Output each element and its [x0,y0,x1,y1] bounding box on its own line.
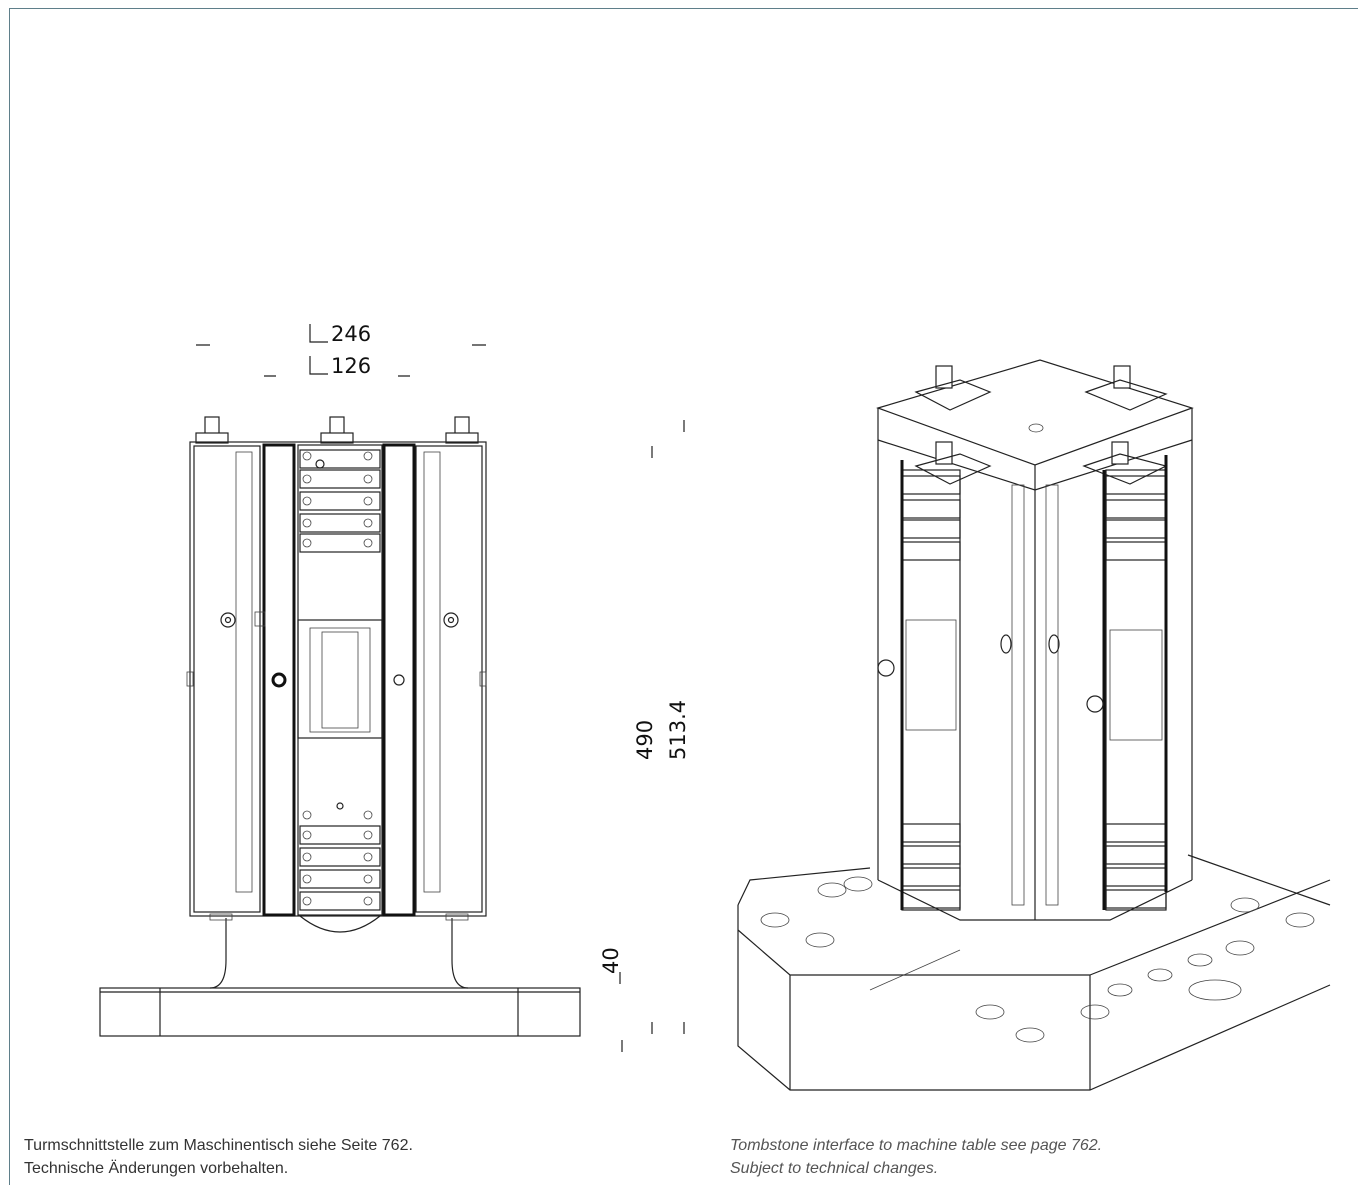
caption-de-line2: Technische Änderungen vorbehalten. [24,1160,289,1177]
front-view-drawing [99,324,685,1052]
isometric-view-drawing [737,359,1331,1091]
dim-height-513: 513.4 [666,700,690,760]
dim-outer-width: 246 [331,322,371,346]
dim-inner-width: 126 [331,354,371,378]
dim-base-height: 40 [599,947,623,974]
page-frame [9,8,1358,1185]
caption-de-line1: Turmschnittstelle zum Maschinentisch sie… [24,1137,413,1154]
caption-en-line2: Subject to technical changes. [730,1160,939,1177]
caption-en-line1: Tombstone interface to machine table see… [730,1137,1103,1154]
dim-height-490: 490 [633,720,657,760]
